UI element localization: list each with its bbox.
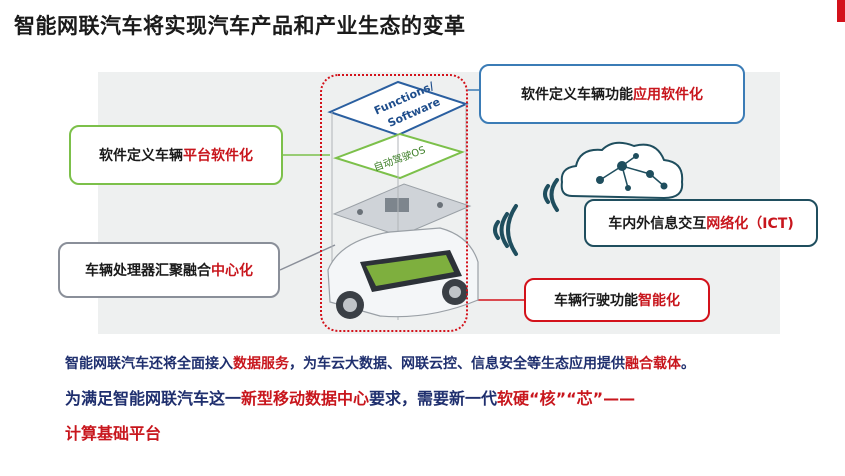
cloud-network-icon	[560, 141, 684, 200]
summary-line-1: 智能网联汽车还将全面接入数据服务，为车云大数据、网联云控、信息安全等生态应用提供…	[65, 353, 695, 373]
corner-accent	[837, 0, 845, 22]
car-chassis-icon	[327, 227, 479, 319]
callout-drive-prefix: 车辆行驶功能	[554, 293, 638, 309]
summary-line-2-a: 为满足智能网联汽车这一	[65, 389, 242, 408]
summary-line-2: 为满足智能网联汽车这一新型移动数据中心要求，需要新一代软硬“核”“芯”——	[65, 385, 635, 409]
wireless-signal-icon	[493, 178, 559, 256]
os-layer	[332, 132, 465, 180]
callout-ict-prefix: 车内外信息交互	[608, 216, 707, 232]
summary-line-1-c: ，为车云大数据、网联云控、信息安全等生态应用提供	[289, 356, 625, 372]
callout-ict-networking: 车内外信息交互网络化（ICT)	[584, 199, 818, 247]
callout-app-software: 软件定义车辆功能应用软件化	[479, 64, 745, 124]
connector-cpu	[279, 244, 336, 271]
callout-drive-highlight: 智能化	[638, 293, 680, 309]
highlight-dotted-frame	[320, 74, 468, 332]
callout-platform-software: 软件定义车辆平台软件化	[69, 125, 283, 185]
callout-app-highlight: 应用软件化	[633, 87, 703, 103]
callout-ict-highlight: 网络化（ICT)	[706, 216, 794, 232]
callout-platform-prefix: 软件定义车辆	[99, 148, 183, 164]
summary-line-2-c: 要求，需要新一代	[369, 389, 498, 408]
summary-line-1-d: 融合载体	[625, 356, 681, 372]
callout-cpu-highlight: 中心化	[211, 263, 253, 279]
summary-line-1-e: 。	[681, 356, 695, 372]
callout-cpu-prefix: 车辆处理器汇聚融合	[85, 263, 211, 279]
processor-board-icon	[332, 183, 472, 237]
callout-driving-intelligence: 车辆行驶功能智能化	[524, 278, 710, 322]
callout-processor-centralization: 车辆处理器汇聚融合中心化	[58, 242, 280, 298]
page-title: 智能网联汽车将实现汽车产品和产业生态的变革	[14, 14, 466, 38]
summary-line-1-b: 数据服务	[233, 356, 289, 372]
summary-line-2-d: 软硬“核”“芯”——	[497, 389, 636, 408]
summary-line-2-b: 新型移动数据中心	[241, 389, 370, 408]
callout-platform-highlight: 平台软件化	[183, 148, 253, 164]
callout-app-prefix: 软件定义车辆功能	[521, 87, 633, 103]
summary-line-1-a: 智能网联汽车还将全面接入	[65, 356, 233, 372]
summary-line-3: 计算基础平台	[65, 424, 162, 443]
